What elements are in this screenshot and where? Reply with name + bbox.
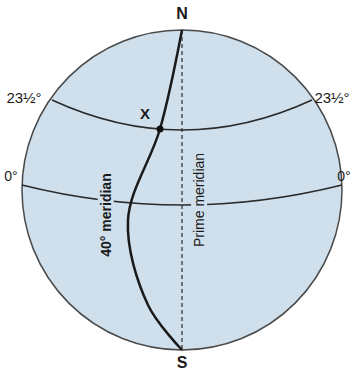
meridian-line xyxy=(128,30,182,350)
latitude-label: 0° xyxy=(335,168,352,184)
latitude-label: 23½° xyxy=(4,89,43,106)
latitude-label: 0° xyxy=(2,168,19,184)
prime-meridian-line xyxy=(181,30,182,350)
pole-label: N xyxy=(174,5,190,23)
meridian-label: Prime meridian xyxy=(191,151,207,249)
globe-outline xyxy=(22,30,342,350)
point-dot xyxy=(157,126,164,133)
meridian-label: 40° meridian xyxy=(98,171,114,258)
latitude-label: 23½° xyxy=(312,89,351,106)
pole-label: S xyxy=(175,354,190,372)
point-label: X xyxy=(138,105,152,122)
